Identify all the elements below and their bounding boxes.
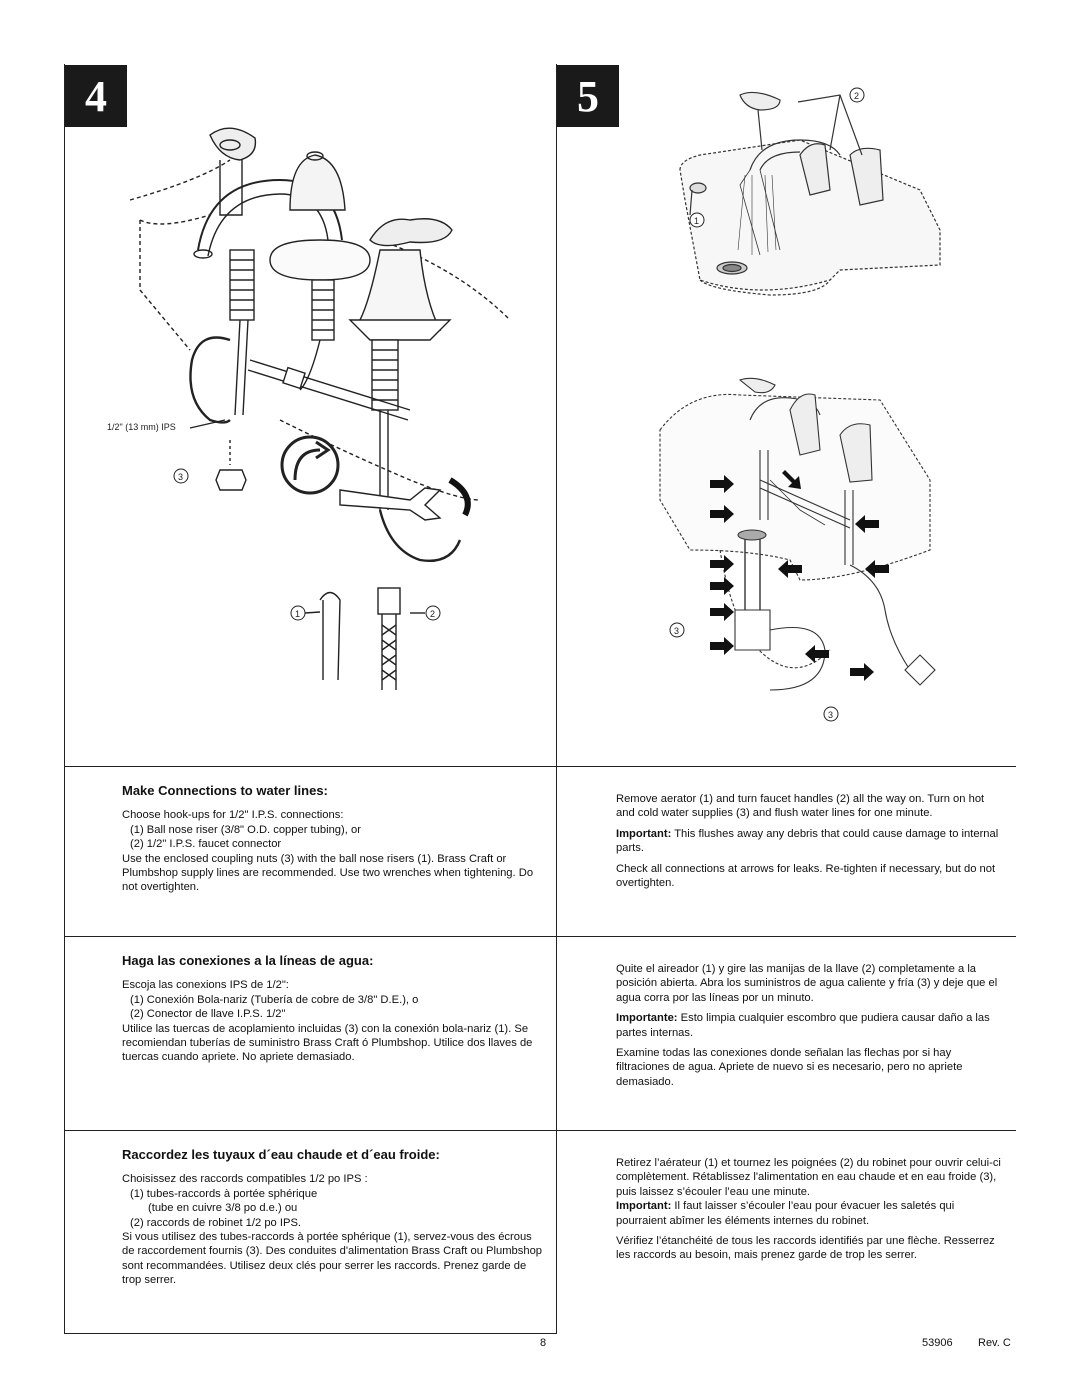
french-item1b: (tube en cuivre 3/8 po d.e.) ou	[148, 1202, 298, 1215]
french-instructions-step5: Retirez l’aérateur (1) et tournez les po…	[616, 1156, 1006, 1263]
french-choose: Choisissez des raccords compatibles 1/2 …	[122, 1173, 368, 1186]
callout-2: 2	[430, 609, 435, 619]
english-r2: Important: This flushes away any debris …	[616, 827, 1001, 856]
french-body: Si vous utilisez des tubes-raccords à po…	[122, 1231, 543, 1287]
callout-3: 3	[178, 472, 183, 482]
english-title: Make Connections to water lines:	[122, 783, 328, 798]
figure-5-flush-lines: 2 1	[679, 87, 941, 296]
english-item1: (1) Ball nose riser (3/8" O.D. copper tu…	[130, 823, 361, 836]
spanish-r2-strong: Importante:	[616, 1012, 678, 1025]
callout-3-valve-right: 3	[828, 710, 833, 720]
french-r3: Vérifiez l’étanchéité de tous les raccor…	[616, 1235, 995, 1262]
section-divider-english	[64, 766, 1016, 767]
spanish-body: Utilice las tuercas de acoplamiento incl…	[122, 1022, 533, 1064]
spanish-r3: Examine todas las conexiones donde señal…	[616, 1047, 963, 1088]
callout-1-top: 1	[694, 216, 699, 226]
spanish-item2: (2) Conector de llave I.P.S. 1/2"	[130, 1008, 286, 1021]
english-item2: (2) 1/2" I.P.S. faucet connector	[130, 838, 282, 851]
callout-1: 1	[295, 609, 300, 619]
section-divider-spanish	[64, 936, 1016, 937]
english-body: Use the enclosed coupling nuts (3) with …	[122, 852, 534, 894]
callout-3-valve-left: 3	[674, 626, 679, 636]
document-number: 53906	[922, 1337, 953, 1349]
page-number: 8	[540, 1337, 547, 1349]
section-divider-french	[64, 1130, 1016, 1131]
spanish-r2-text: Esto limpia cualquier escombro que pudie…	[616, 1012, 990, 1039]
ips-label: 1/2" (13 mm) IPS	[107, 422, 176, 432]
frame-bottom-rule	[64, 1333, 557, 1334]
french-r2-text: Il faut laisser s’écouler l’eau pour éva…	[616, 1200, 955, 1227]
spanish-instructions-step4: Haga las conexiones a la líneas de agua:…	[122, 953, 542, 1065]
french-item2: (2) raccords de robinet 1/2 po IPS.	[130, 1216, 302, 1229]
figure-5-leak-check: 3 3	[659, 377, 936, 722]
spanish-item1: (1) Conexión Bola-nariz (Tubería de cobr…	[130, 993, 419, 1006]
english-r3: Check all connections at arrows for leak…	[616, 862, 996, 890]
french-instructions-step4: Raccordez les tuyaux d´eau chaude et d´e…	[122, 1147, 543, 1288]
english-r2-strong: Important:	[616, 827, 672, 840]
french-r2: Important: Il faut laisser s’écouler l’e…	[616, 1199, 1006, 1228]
spanish-title: Haga las conexiones a la líneas de agua:	[122, 953, 374, 968]
frame-left-rule	[64, 64, 65, 1334]
english-choose: Choose hook-ups for 1/2" I.P.S. connecti…	[122, 809, 344, 822]
step-5-badge: 5	[557, 65, 619, 127]
french-r2-strong: Important:	[616, 1200, 672, 1213]
callout-2-top: 2	[854, 91, 859, 101]
english-r2-text: This flushes away any debris that could …	[616, 827, 999, 855]
english-r1: Remove aerator (1) and turn faucet handl…	[616, 793, 985, 820]
spanish-choose: Escoja las conexions IPS de 1/2":	[122, 979, 289, 992]
french-item1: (1) tubes-raccords à portée sphérique	[130, 1187, 318, 1200]
spanish-instructions-step5: Quite el aireador (1) y gire las manijas…	[616, 962, 1006, 1089]
figure-4-supply-connections: 1/2" (13 mm) IPS 3 1 2	[107, 127, 511, 690]
revision: Rev. C	[978, 1337, 1011, 1349]
english-instructions-step4: Make Connections to water lines: Choose …	[122, 783, 542, 895]
column-divider	[556, 64, 557, 1334]
step-4-badge: 4	[65, 65, 127, 127]
english-instructions-step5: Remove aerator (1) and turn faucet handl…	[616, 792, 1001, 890]
french-r1: Retirez l’aérateur (1) et tournez les po…	[616, 1157, 1001, 1198]
spanish-r2: Importante: Esto limpia cualquier escomb…	[616, 1011, 1006, 1040]
spanish-r1: Quite el aireador (1) y gire las manijas…	[616, 963, 998, 1004]
french-title: Raccordez les tuyaux d´eau chaude et d´e…	[122, 1147, 440, 1162]
